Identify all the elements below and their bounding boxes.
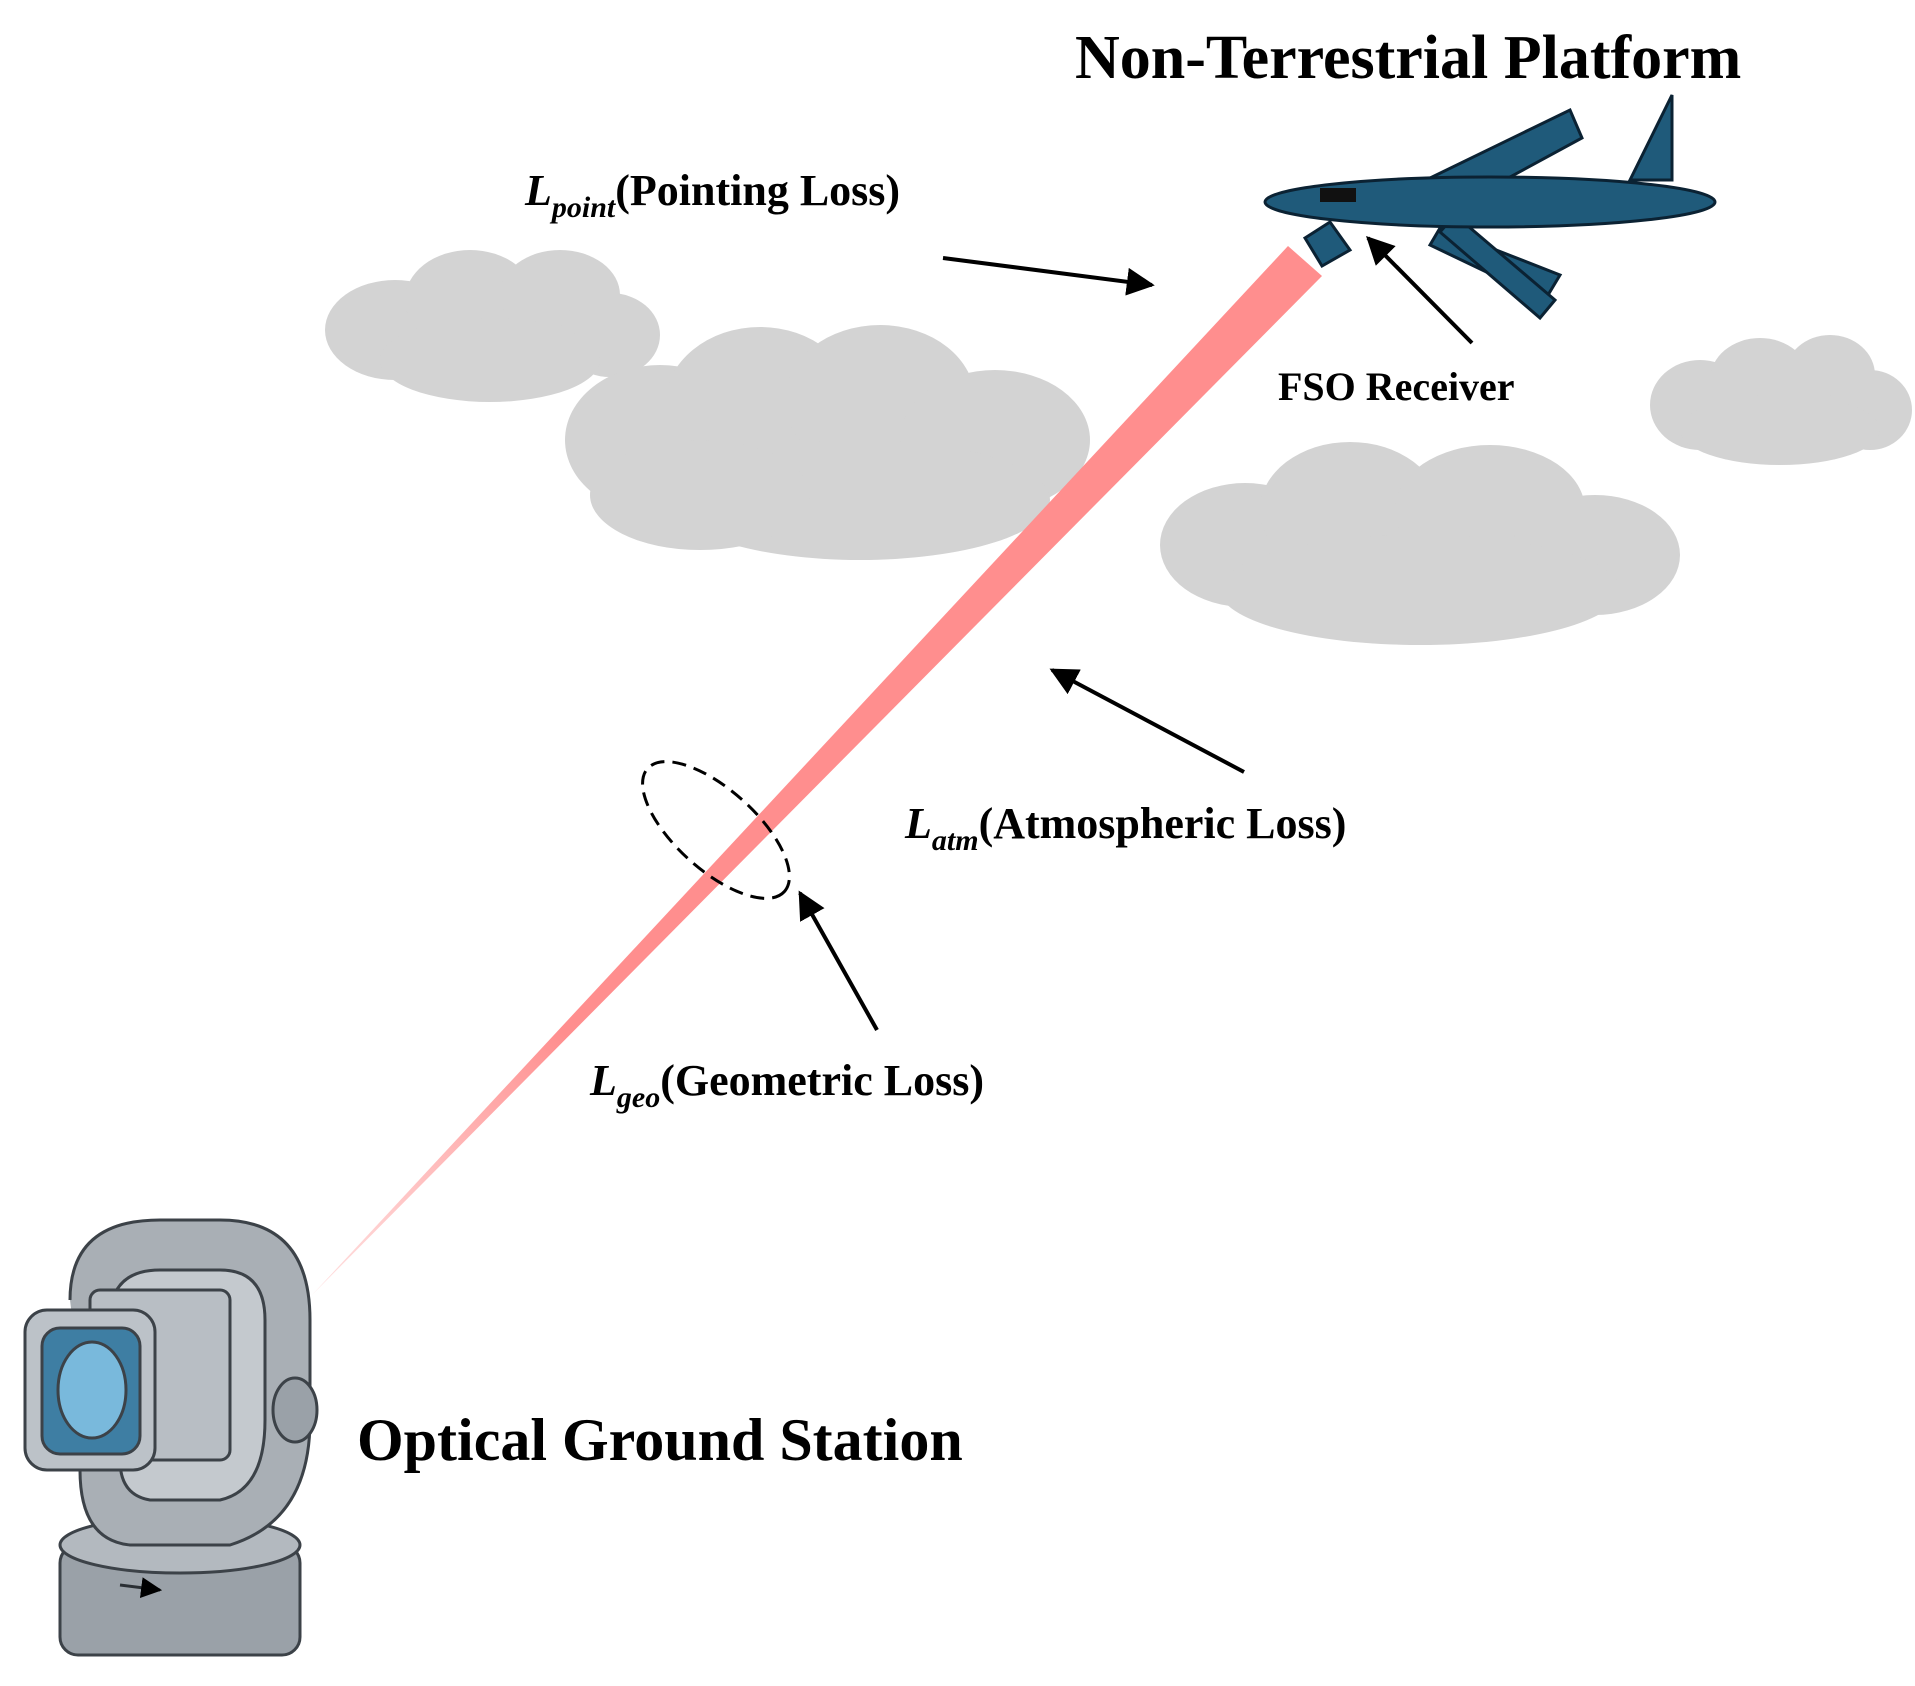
receiver-arrow — [1366, 236, 1474, 345]
beam-divergence-ellipse — [641, 760, 791, 900]
cloud-icon — [325, 250, 660, 402]
atmospheric-loss-symbol: L — [904, 799, 932, 848]
geometric-loss-label: Lgeo(Geometric Loss) — [589, 1056, 984, 1114]
diagram-title: Non-Terrestrial Platform — [1075, 24, 1741, 92]
geometric-loss-symbol: L — [589, 1056, 617, 1105]
pointing-loss-symbol: L — [524, 166, 552, 215]
geometric-loss-arrow — [798, 890, 879, 1031]
cloud-icon — [1650, 335, 1912, 465]
atmospheric-loss-subscript: atm — [932, 824, 979, 857]
pointing-loss-label: Lpoint(Pointing Loss) — [524, 166, 900, 224]
ground-station-label: Optical Ground Station — [357, 1407, 963, 1473]
laser-beam — [312, 246, 1322, 1295]
cloud-icon — [1160, 442, 1680, 645]
pointing-loss-arrow — [942, 256, 1155, 296]
geometric-loss-subscript: geo — [616, 1081, 660, 1114]
atmospheric-loss-label: Latm(Atmospheric Loss) — [904, 799, 1346, 857]
pointing-loss-text: (Pointing Loss) — [615, 166, 900, 215]
aircraft-icon — [1263, 94, 1717, 321]
geometric-loss-text: (Geometric Loss) — [660, 1056, 984, 1105]
atmospheric-loss-arrow — [1049, 668, 1245, 774]
receiver-label: FSO Receiver — [1278, 364, 1515, 409]
optical-telescope-icon — [23, 1218, 319, 1657]
cloud-icon — [565, 325, 1090, 560]
atmospheric-loss-text: (Atmospheric Loss) — [979, 799, 1347, 848]
pointing-loss-subscript: point — [549, 191, 617, 224]
